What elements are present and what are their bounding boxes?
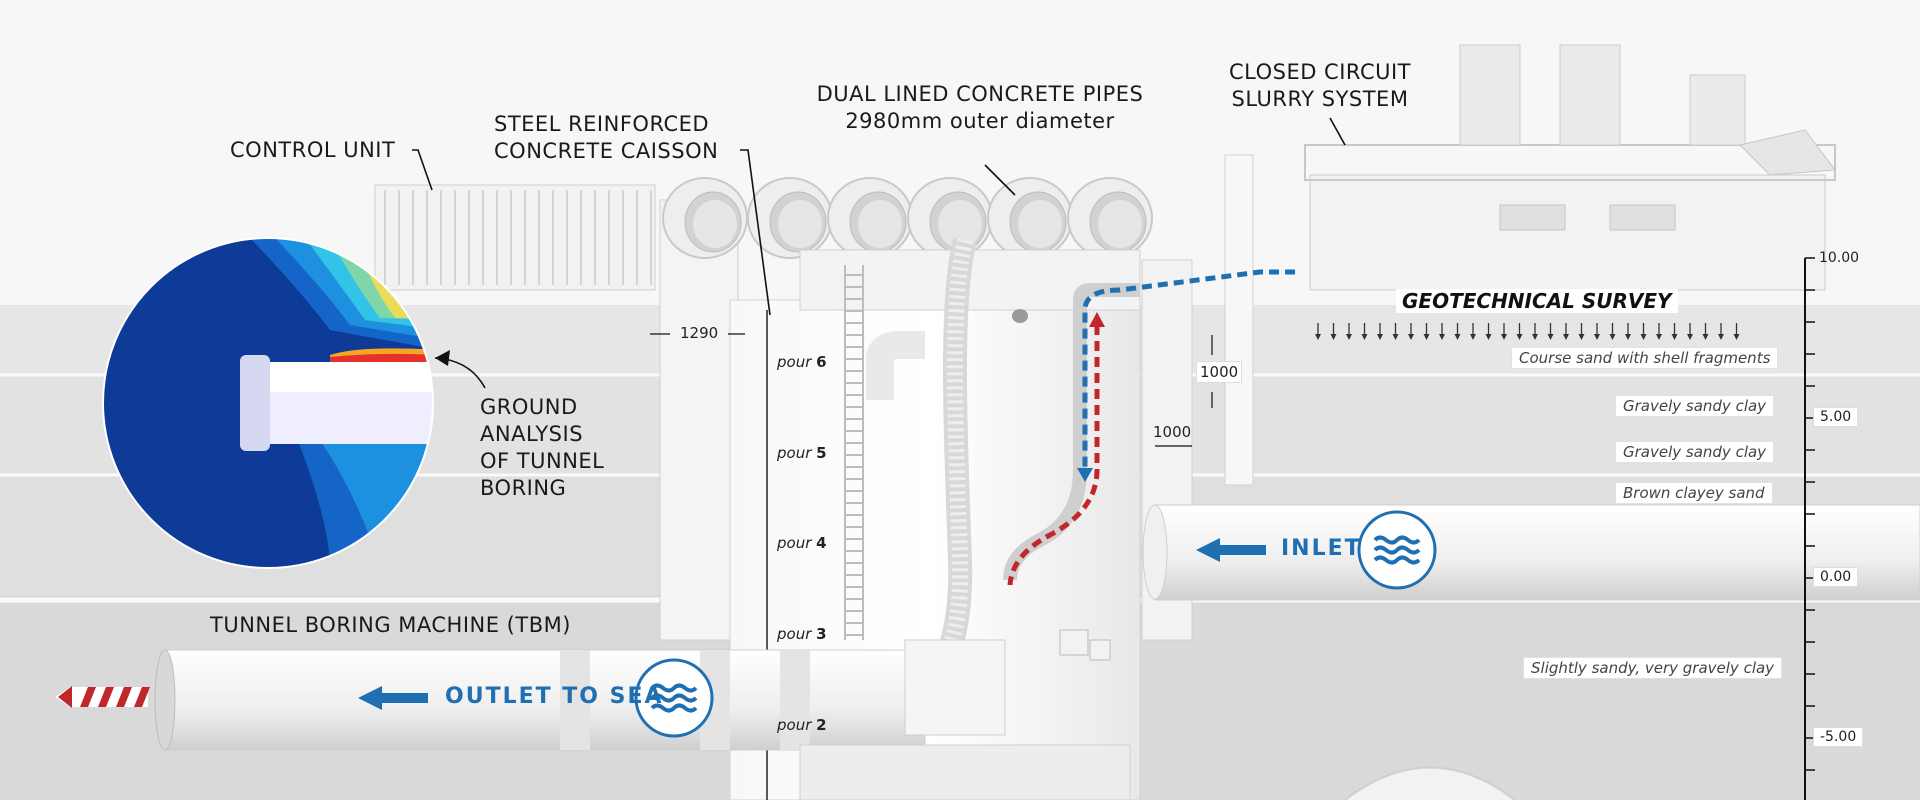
pour-4: pour 4 [777, 534, 827, 552]
label-ground-line1: GROUND [480, 395, 578, 419]
flow-blue-arrow [1077, 468, 1093, 482]
concrete-pipe-5 [987, 177, 1073, 259]
label-tbm: TUNNEL BORING MACHINE (TBM) [210, 613, 571, 637]
concrete-pipe-6 [1067, 177, 1153, 259]
concrete-pipes-row [662, 177, 1153, 259]
scale-label-minus5: -5.00 [1813, 727, 1864, 747]
cutterhead-partial [1344, 766, 1516, 800]
depth-scale [1804, 257, 1815, 800]
scale-label-10: 10.00 [1819, 250, 1860, 266]
pour-2: pour 2 [777, 716, 827, 734]
geotech-arrows [1315, 323, 1740, 340]
soil-layer-4: Brown clayey sand [1615, 482, 1773, 504]
soil-layer-2: Gravely sandy clay [1615, 395, 1775, 417]
shaft-machinery [799, 629, 1131, 800]
label-inlet: INLET [1281, 536, 1362, 561]
dimension-marks [650, 333, 1213, 447]
inlet-arrow-icon [1196, 538, 1266, 562]
dim-gap-right: 1000 [1196, 361, 1243, 383]
concrete-pipe-4 [907, 177, 993, 259]
pour-6: pour 6 [777, 353, 827, 371]
inlet-pipe [1142, 504, 1920, 601]
scale-label-5: 5.00 [1813, 407, 1859, 427]
dim-wall-left: 1290 [680, 324, 719, 342]
label-outlet: OUTLET TO SEA [445, 684, 664, 709]
label-slurry-line2: SLURRY SYSTEM [1231, 87, 1409, 111]
concrete-pipe-2 [747, 177, 833, 259]
ground-analysis-heatmap [102, 237, 434, 569]
label-ground-line2: ANALYSIS [480, 422, 584, 446]
slurry-plant [1304, 44, 1836, 291]
label-ground-line4: BORING [480, 476, 567, 500]
geotech-title: GEOTECHNICAL SURVEY [1396, 289, 1678, 313]
label-caisson-line1: STEEL REINFORCED [494, 112, 710, 136]
flow-red-arrow [1089, 312, 1105, 327]
label-caisson-line2: CONCRETE CAISSON [494, 139, 719, 163]
label-ground-line3: OF TUNNEL [480, 449, 605, 473]
slurry-pipe [1003, 283, 1140, 581]
control-unit-container [374, 184, 656, 291]
pour-3: pour 3 [777, 625, 827, 643]
dim-wall-right: 1000 [1153, 423, 1192, 441]
pour-5: pour 5 [777, 444, 827, 462]
label-slurry-line1: CLOSED CIRCUIT [1228, 60, 1412, 84]
outlet-water-icon [634, 658, 714, 738]
label-control-unit: CONTROL UNIT [230, 138, 396, 162]
tbm-pipe [154, 649, 926, 751]
label-pipes-line1: DUAL LINED CONCRETE PIPES [816, 82, 1144, 106]
soil-layer-1: Course sand with shell fragments [1511, 347, 1779, 369]
soil-layer-3: Gravely sandy clay [1615, 441, 1775, 463]
concrete-pipe-3 [827, 177, 913, 259]
shaft-ladder [844, 265, 864, 640]
label-pipes-line2: 2980mm outer diameter [845, 109, 1115, 133]
soil-layer-5: Slightly sandy, very gravely clay [1523, 657, 1783, 679]
scale-label-0: 0.00 [1813, 567, 1859, 587]
tbm-direction-stripes [55, 686, 150, 708]
outlet-arrow-icon [358, 686, 428, 710]
flow-blue-line [1082, 269, 1295, 470]
inlet-water-icon [1357, 510, 1437, 590]
pipe-elbow [866, 331, 925, 400]
concrete-pipe-1 [662, 177, 748, 259]
flow-red-line [1007, 325, 1100, 586]
